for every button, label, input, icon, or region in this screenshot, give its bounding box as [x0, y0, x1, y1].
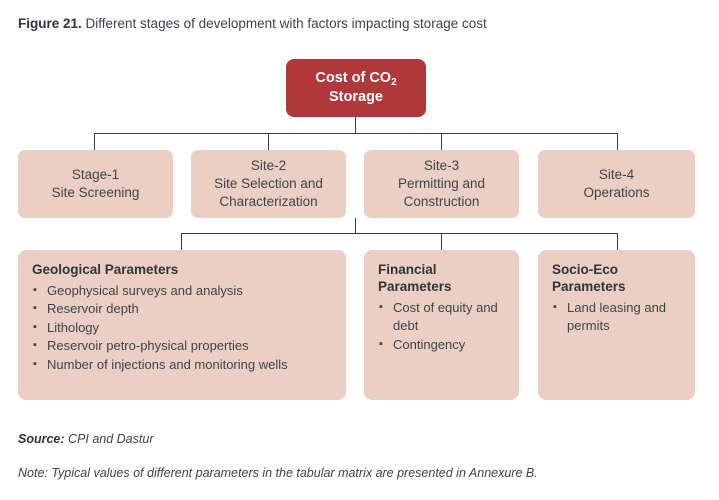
list-item: ▪ Land leasing and permits [552, 299, 681, 336]
node-stage-2-line2: Site Selection and [214, 176, 323, 192]
param-title-geological: Geological Parameters [32, 262, 179, 277]
param-item-text: Reservoir petro-physical properties [47, 338, 249, 354]
node-stage-1-line2: Site Screening [51, 185, 140, 200]
node-stage-3-line2: Permitting and [397, 176, 486, 192]
param-item-text: Reservoir depth [47, 301, 139, 317]
note-line: Note: Typical values of different parame… [18, 466, 538, 480]
bullet-icon: ▪ [33, 339, 37, 352]
connector-drop-param-3 [617, 233, 619, 250]
connector-drop-param-1 [181, 233, 183, 250]
node-parameters-geological: Geological Parameters ▪ Geophysical surve… [18, 250, 346, 400]
figure-caption: Figure 21. Different stages of developme… [18, 16, 487, 31]
connector-drop-stage-4 [617, 133, 619, 150]
node-stage-1: Stage-1 Site Screening [18, 150, 173, 218]
connector-drop-stage-3 [441, 133, 443, 150]
node-root-subscript: 2 [391, 77, 397, 89]
source-label: Source: [18, 432, 65, 446]
node-stage-1-text: Stage-1 Site Screening [52, 166, 140, 202]
list-item: ▪ Geophysical surveys and analysis [32, 282, 332, 300]
param-item-text: Contingency [393, 336, 466, 352]
node-root-line2: Storage [329, 89, 383, 105]
bullet-icon: ▪ [379, 337, 383, 350]
connector-root-stem [355, 117, 357, 134]
node-stage-4-line2: Operations [583, 185, 650, 200]
node-parameters-financial: Financial Parameters ▪ Cost of equity and… [364, 250, 519, 400]
connector-drop-stage-2 [268, 133, 270, 150]
connector-stage2-stem [355, 218, 357, 233]
bullet-icon: ▪ [33, 302, 37, 315]
node-root-text: Cost of CO2 Storage [315, 69, 396, 106]
list-item: ▪ Number of injections and monitoring wel… [32, 356, 332, 374]
param-list-socio-eco: ▪ Land leasing and permits [552, 299, 681, 336]
node-cost-of-co2-storage: Cost of CO2 Storage [286, 59, 426, 117]
bullet-icon: ▪ [33, 283, 37, 296]
list-item: ▪ Contingency [378, 336, 505, 354]
source-text: CPI and Dastur [64, 432, 154, 446]
source-line: Source: CPI and Dastur [18, 432, 153, 446]
node-parameters-socio-eco: Socio-Eco Parameters ▪ Land leasing and p… [538, 250, 695, 400]
figure-caption-text: Different stages of development with fac… [81, 16, 487, 31]
list-item: ▪ Cost of equity and debt [378, 299, 505, 336]
node-stage-2-line1: Site-2 [250, 158, 287, 174]
node-stage-3-line1: Site-3 [423, 158, 460, 174]
node-stage-3-line3: Construction [403, 193, 480, 209]
param-title-financial: Financial Parameters [378, 262, 452, 294]
connector-bus-parameters [181, 233, 618, 235]
param-item-text: Cost of equity and debt [393, 299, 498, 334]
node-stage-2-text: Site-2 Site Selection and Characterizati… [214, 157, 323, 210]
node-stage-4-text: Site-4 Operations [583, 166, 649, 202]
node-root-line1: Cost of CO [315, 70, 392, 87]
connector-drop-param-2 [441, 233, 443, 250]
param-list-financial: ▪ Cost of equity and debt ▪ Contingency [378, 299, 505, 354]
connector-drop-stage-1 [94, 133, 96, 150]
list-item: ▪ Reservoir petro-physical properties [32, 337, 332, 355]
node-stage-1-line1: Stage-1 [71, 167, 120, 183]
node-stage-4: Site-4 Operations [538, 150, 695, 218]
bullet-icon: ▪ [553, 300, 557, 313]
node-stage-4-line1: Site-4 [598, 167, 635, 183]
list-item: ▪ Lithology [32, 319, 332, 337]
param-item-text: Geophysical surveys and analysis [47, 282, 243, 298]
param-item-text: Number of injections and monitoring well… [47, 356, 288, 372]
bullet-icon: ▪ [33, 320, 37, 333]
param-list-geological: ▪ Geophysical surveys and analysis ▪ Reser… [32, 282, 332, 374]
bullet-icon: ▪ [33, 357, 37, 370]
figure-caption-label: Figure 21. [18, 16, 82, 31]
bullet-icon: ▪ [379, 300, 383, 313]
list-item: ▪ Reservoir depth [32, 300, 332, 318]
node-stage-3-text: Site-3 Permitting and Construction [398, 157, 485, 210]
node-stage-3: Site-3 Permitting and Construction [364, 150, 519, 218]
param-title-socio-eco: Socio-Eco Parameters [552, 262, 626, 294]
node-stage-2: Site-2 Site Selection and Characterizati… [191, 150, 346, 218]
param-item-text: Land leasing and permits [567, 299, 667, 334]
connector-bus-stages [94, 133, 618, 135]
node-stage-2-line3: Characterization [219, 193, 318, 209]
param-item-text: Lithology [47, 319, 100, 335]
